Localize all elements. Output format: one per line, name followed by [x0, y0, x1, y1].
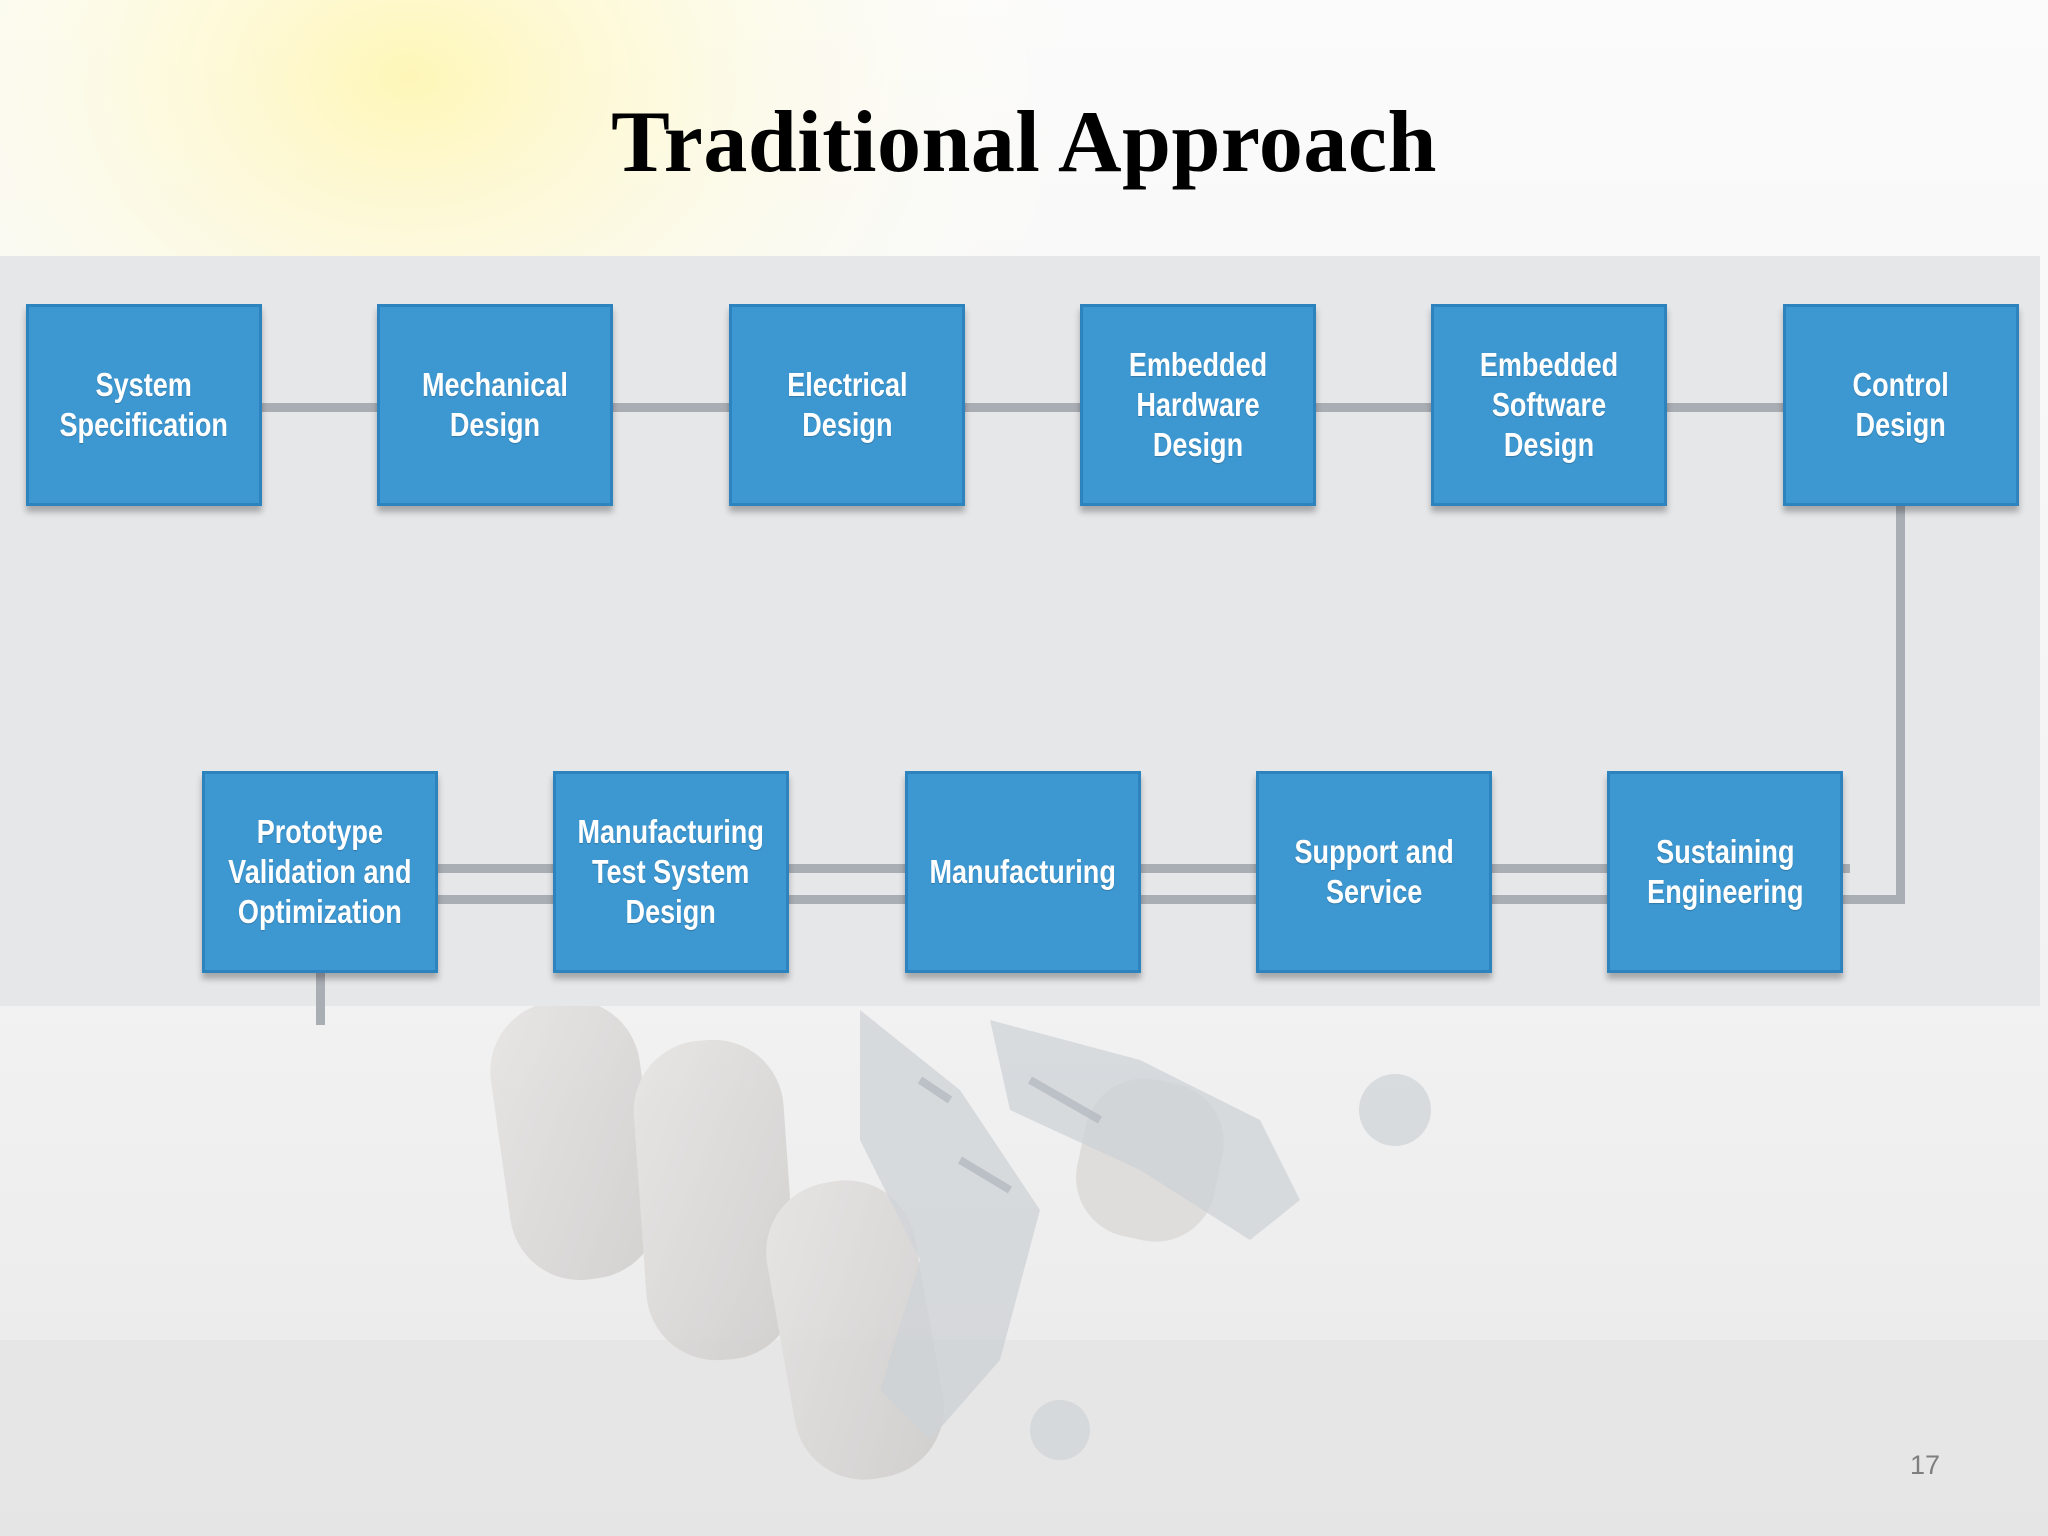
- flow-step-label: Manufacturing Test System Design: [577, 812, 765, 931]
- flow-step-prototype-validation-optimization: Prototype Validation and Optimization: [202, 771, 438, 973]
- flow-step-system-specification: System Specification: [26, 304, 262, 506]
- flow-step-manufacturing: Manufacturing: [905, 771, 1141, 973]
- flow-step-label: Sustaining Engineering: [1646, 832, 1804, 910]
- flow-step-label: Mechanical Design: [422, 365, 568, 443]
- flow-step-label: Manufacturing: [929, 852, 1117, 890]
- flow-diagram-panel: System Specification Mechanical Design E…: [0, 256, 2040, 1025]
- return-connector-vertical-right: [1896, 506, 1905, 904]
- page-number: 17: [1909, 1450, 1940, 1480]
- row1-connector-line: [140, 403, 1890, 412]
- flow-step-label: Prototype Validation and Optimization: [228, 812, 412, 931]
- flow-step-electrical-design: Electrical Design: [729, 304, 965, 506]
- flow-step-label: Embedded Software Design: [1479, 345, 1619, 464]
- flow-step-embedded-hardware-design: Embedded Hardware Design: [1080, 304, 1316, 506]
- flow-step-manufacturing-test-system-design: Manufacturing Test System Design: [553, 771, 789, 973]
- flow-step-label: System Specification: [59, 365, 229, 443]
- flow-step-mechanical-design: Mechanical Design: [377, 304, 613, 506]
- flow-step-control-design: Control Design: [1783, 304, 2019, 506]
- flow-step-support-and-service: Support and Service: [1256, 771, 1492, 973]
- flow-step-label: Embedded Hardware Design: [1128, 345, 1268, 464]
- flow-step-sustaining-engineering: Sustaining Engineering: [1607, 771, 1843, 973]
- flow-step-label: Support and Service: [1294, 832, 1454, 910]
- flow-step-label: Electrical Design: [786, 365, 908, 443]
- slide-title: Traditional Approach: [611, 94, 1437, 191]
- flow-step-label: Control Design: [1852, 365, 1950, 443]
- flow-step-embedded-software-design: Embedded Software Design: [1431, 304, 1667, 506]
